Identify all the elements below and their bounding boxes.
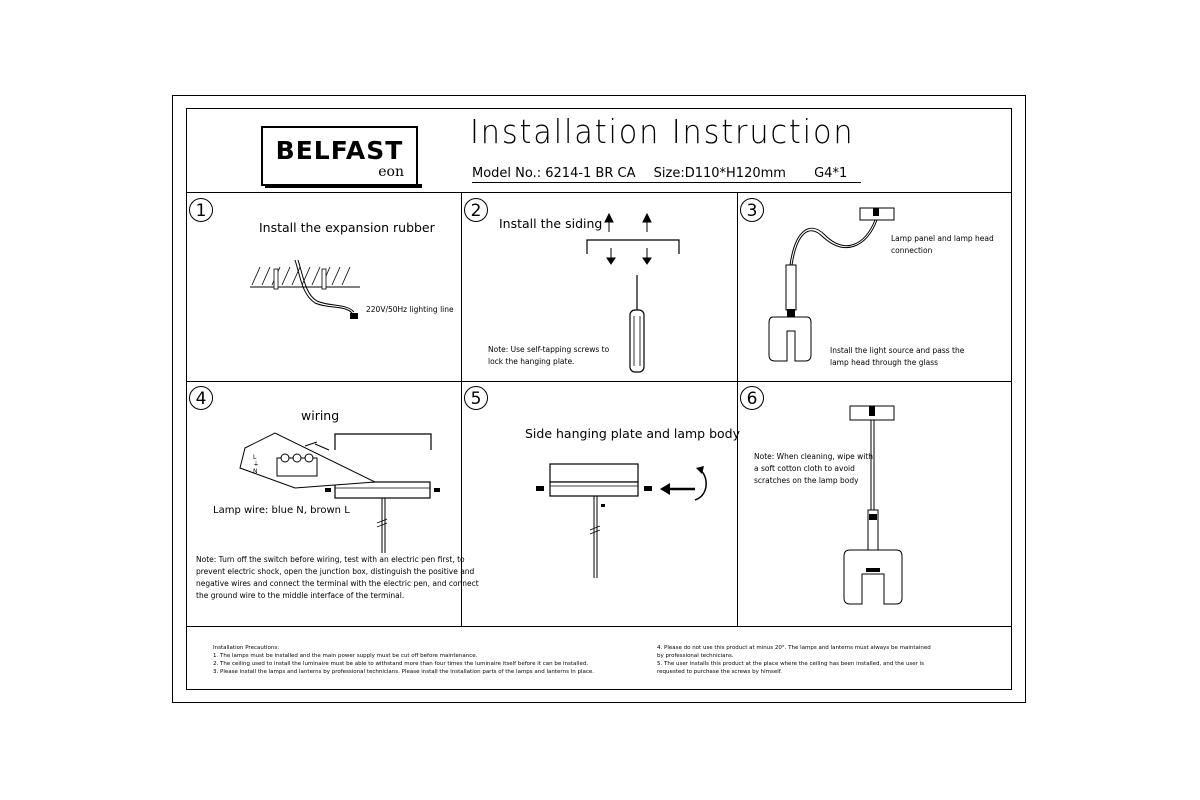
precaution-line: 3. Please install the lamps and lanterns… xyxy=(213,669,594,675)
terminal-label: N xyxy=(253,468,258,475)
step-1-number: 1 xyxy=(189,198,213,222)
step-1-label: 220V/50Hz lighting line xyxy=(366,305,454,314)
step-5-number: 5 xyxy=(464,386,488,410)
label-line: Lamp panel and lamp head xyxy=(891,234,994,243)
col-divider-1 xyxy=(461,192,462,626)
model-number: Model No.: 6214-1 BR CA xyxy=(472,166,636,181)
brand-logo: BELFAST eon xyxy=(261,126,418,186)
rotate-arrow-icon xyxy=(660,466,707,501)
precaution-line: 5. The user installs this product at the… xyxy=(657,661,925,667)
step-2-illustration xyxy=(586,212,680,373)
step-5-title: Side hanging plate and lamp body xyxy=(525,426,741,441)
step-4-note-line: the ground wire to the middle interface … xyxy=(196,591,405,600)
step-3-label-top: Lamp panel and lamp head connection xyxy=(891,233,994,257)
precaution-line: requested to purchase the screws by hims… xyxy=(657,669,783,675)
screw-icon xyxy=(536,486,652,491)
brand-sub: eon xyxy=(378,164,404,180)
precaution-line: 4. Please do not use this product at min… xyxy=(657,645,931,651)
step-4-note-line: Note: Turn off the switch before wiring,… xyxy=(196,555,465,564)
step-1-title: Install the expansion rubber xyxy=(259,220,435,235)
step-6-note: Note: When cleaning, wipe with a soft co… xyxy=(754,451,873,487)
step-4-illustration xyxy=(239,432,440,553)
step-3-number: 3 xyxy=(740,198,764,222)
step-1-illustration xyxy=(250,259,360,319)
bulb-spec: G4*1 xyxy=(814,166,848,181)
label-line: lamp head through the glass xyxy=(830,358,939,367)
step-4-number: 4 xyxy=(189,386,213,410)
step-4-note-line: prevent electric shock, open the junctio… xyxy=(196,567,475,576)
precaution-line: by professional technicians. xyxy=(657,653,734,659)
precautions-left: Installation Precautions: 1. The lamps m… xyxy=(213,644,594,676)
screw-icon xyxy=(325,488,440,492)
step-2-note: Note: Use self-tapping screws to lock th… xyxy=(488,344,609,368)
outer-frame xyxy=(172,95,1026,703)
step-3-label-bottom: Install the light source and pass the la… xyxy=(830,345,964,369)
step-4-label: Lamp wire: blue N, brown L xyxy=(213,505,350,516)
terminal-label: ⏚ xyxy=(253,461,260,468)
size-spec: Size:D110*H120mm xyxy=(653,166,786,181)
footer-divider xyxy=(186,626,1012,627)
step-4-title: wiring xyxy=(301,408,340,423)
step-6-note-line: scratches on the lamp body xyxy=(754,476,859,485)
step-4-note-line: negative wires and connect the terminal … xyxy=(196,579,479,588)
label-line: connection xyxy=(891,246,933,255)
precaution-line: 2. The ceiling used to install the lumin… xyxy=(213,661,589,667)
step-2-note-line: lock the hanging plate. xyxy=(488,357,575,366)
step-2-title: Install the siding xyxy=(499,216,603,231)
step-4-note: Note: Turn off the switch before wiring,… xyxy=(196,554,479,602)
brand-name: BELFAST xyxy=(275,136,404,165)
precautions-right: 4. Please do not use this product at min… xyxy=(657,644,931,676)
step-6-note-line: a soft cotton cloth to avoid xyxy=(754,464,855,473)
label-line: Install the light source and pass the xyxy=(830,346,965,355)
terminal-labels: L ⏚ N xyxy=(253,454,259,475)
row-divider xyxy=(186,381,1012,382)
inner-frame xyxy=(186,108,1012,690)
logo-shadow xyxy=(265,184,422,188)
step-5-illustration xyxy=(536,463,707,578)
step-3-illustration xyxy=(768,207,895,362)
anchor-icon xyxy=(604,212,652,232)
step-6-note-line: Note: When cleaning, wipe with xyxy=(754,452,874,461)
precaution-line: Installation Precautions: xyxy=(213,645,280,651)
step-2-number: 2 xyxy=(464,198,488,222)
page-title: Installation Instruction xyxy=(470,112,855,151)
terminal-label: L xyxy=(253,454,257,461)
precaution-line: 1. The lamps must be installed and the m… xyxy=(213,653,478,659)
step-6-number: 6 xyxy=(740,386,764,410)
col-divider-2 xyxy=(737,192,738,626)
model-info: Model No.: 6214-1 BR CA Size:D110*H120mm… xyxy=(472,166,862,183)
step-2-note-line: Note: Use self-tapping screws to xyxy=(488,345,610,354)
header-divider xyxy=(186,192,1012,193)
step-6-illustration xyxy=(843,405,903,605)
